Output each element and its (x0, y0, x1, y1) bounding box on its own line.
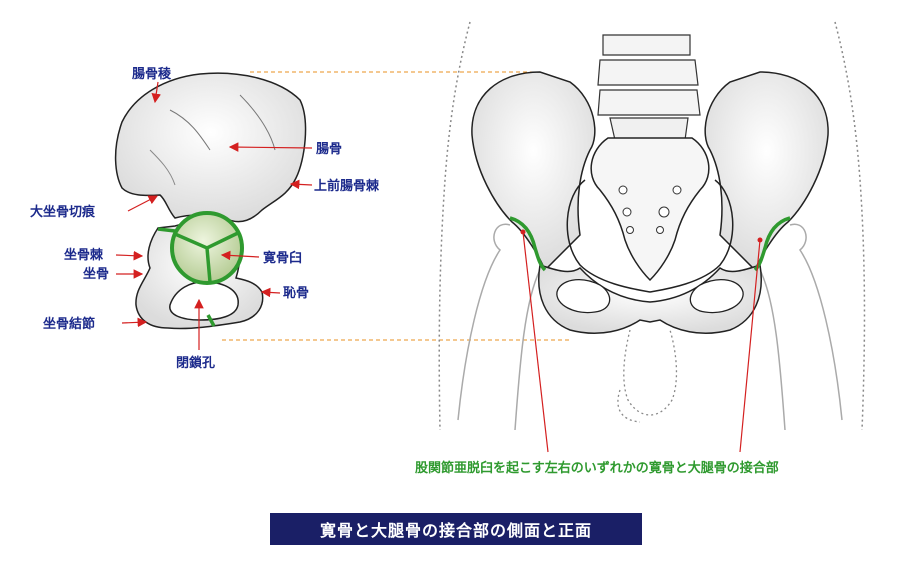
label-ischium: 坐骨 (83, 267, 109, 282)
label-iliac-crest: 腸骨稜 (132, 66, 172, 82)
obturator-foramen-shape (169, 281, 239, 321)
pelvis-front-view (438, 21, 866, 453)
caption-text: 寛骨と大腿骨の接合部の側面と正面 (319, 521, 592, 540)
label-ilium: 腸骨 (316, 142, 342, 157)
annotation-text: 股関節亜脱臼を起こす左右のいずれかの寛骨と大腿骨の接合部 (415, 460, 779, 476)
sacrum-shape (590, 137, 710, 282)
label-ischial-spine: 坐骨棘 (64, 247, 104, 263)
hip-bone-side-view (114, 72, 307, 330)
label-ischial-tuberosity: 坐骨結節 (43, 316, 95, 332)
caption-box: 寛骨と大腿骨の接合部の側面と正面 (270, 513, 642, 545)
label-greater-sciatic-notch: 大坐骨切痕 (30, 204, 96, 220)
label-obturator-foramen: 閉鎖孔 (176, 355, 215, 371)
ilium-shape (114, 72, 307, 223)
label-asis: 上前腸骨棘 (314, 178, 380, 194)
label-acetabulum: 寛骨臼 (263, 250, 302, 266)
label-pubis: 恥骨 (283, 286, 309, 301)
